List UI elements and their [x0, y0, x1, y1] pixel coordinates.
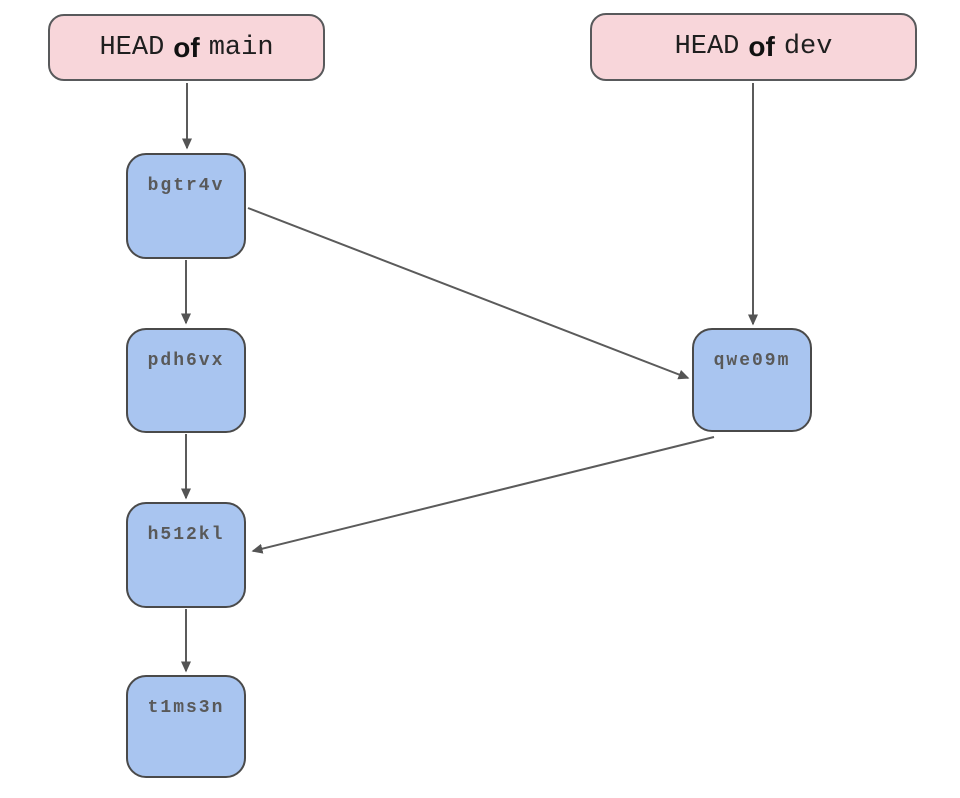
commit-node-qwe09m: qwe09m — [692, 328, 812, 432]
commit-label: bgtr4v — [147, 176, 225, 196]
head-dev-node: HEAD of dev — [590, 13, 917, 81]
edge-qwe09m-to-h512kl — [251, 436, 715, 554]
commit-node-h512kl: h512kl — [126, 502, 246, 608]
edge-bgtr4v-to-qwe09m — [247, 207, 690, 380]
head-dev-word-of: of — [748, 31, 775, 62]
commit-node-pdh6vx: pdh6vx — [126, 328, 246, 433]
commit-label: h512kl — [147, 525, 225, 545]
head-main-node: HEAD of main — [48, 14, 325, 81]
head-main-word-of: of — [173, 31, 200, 63]
head-dev-word-head: HEAD — [674, 32, 740, 62]
commit-label: qwe09m — [713, 351, 791, 371]
commit-label: pdh6vx — [147, 351, 225, 371]
head-main-word-head: HEAD — [99, 32, 165, 63]
commit-label: t1ms3n — [147, 698, 225, 718]
commit-node-t1ms3n: t1ms3n — [126, 675, 246, 778]
head-dev-word-branch: dev — [783, 32, 833, 62]
commit-node-bgtr4v: bgtr4v — [126, 153, 246, 259]
head-main-word-branch: main — [208, 32, 274, 63]
